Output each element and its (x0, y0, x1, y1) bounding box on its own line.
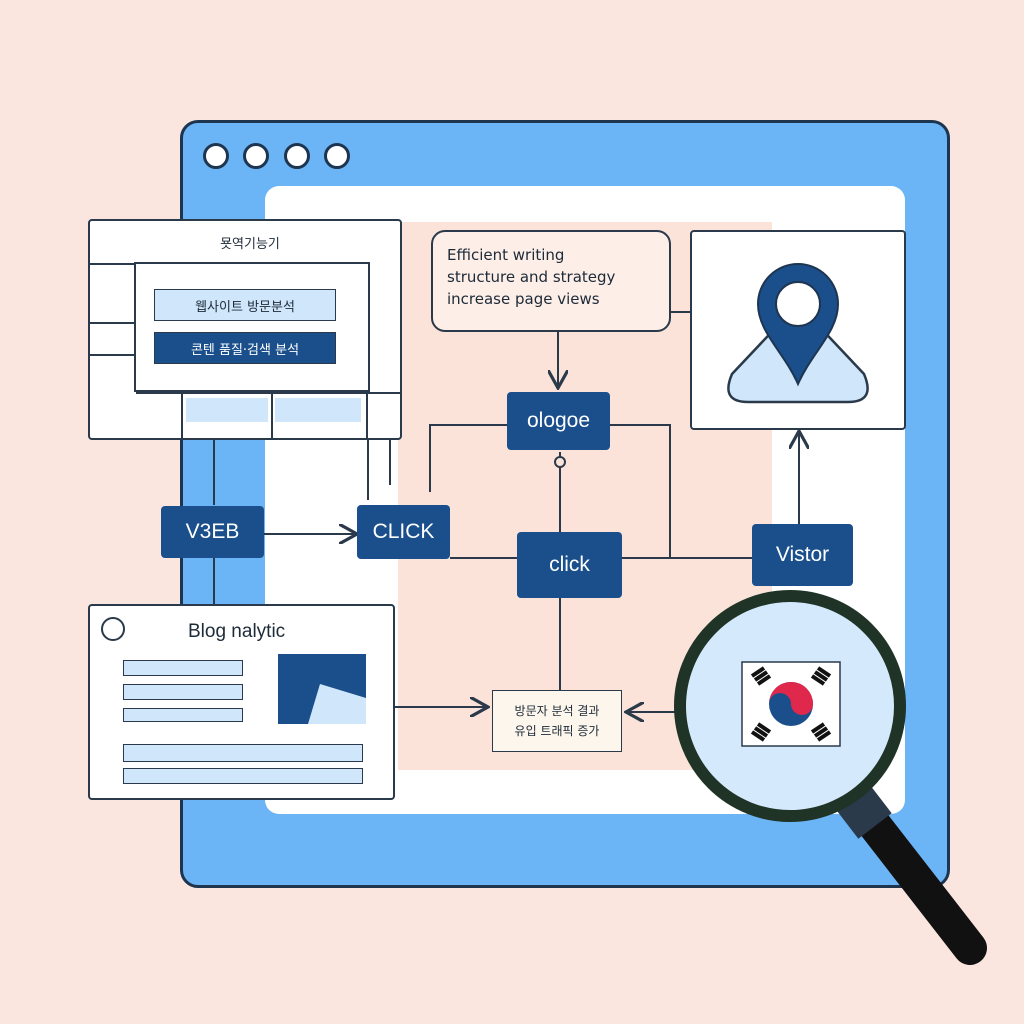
window-dot-3[interactable] (284, 143, 310, 169)
card-divider (366, 394, 368, 438)
flag-icon (741, 661, 841, 747)
location-pin-icon (727, 263, 869, 404)
card-divider (90, 263, 136, 265)
card-divider (90, 322, 136, 324)
analytics-row-5 (123, 768, 363, 784)
button-placeholder-1[interactable] (186, 398, 268, 422)
click-caps-node[interactable]: CLICK (357, 505, 450, 559)
window-dot-2[interactable] (243, 143, 269, 169)
menu-bar-2[interactable]: 콘텐 품질·검색 분석 (154, 332, 336, 364)
card-divider (90, 354, 136, 356)
location-card (690, 230, 906, 430)
web-node[interactable]: V3EB (161, 506, 264, 558)
analytics-logo-icon (101, 617, 125, 641)
callout-line-2: structure and strategy (447, 268, 616, 286)
visitor-node[interactable]: Vistor (752, 524, 853, 586)
card-divider (136, 392, 402, 394)
magnifier-icon (674, 590, 987, 965)
ologoe-node[interactable]: ologoe (507, 392, 610, 450)
analytics-chart-thumbnail (278, 654, 366, 724)
menu-bar-1[interactable]: 웹사이트 방문분석 (154, 289, 336, 321)
callout-line-1: Efficient writing (447, 246, 565, 264)
card-divider (181, 394, 183, 438)
analytics-row-2 (123, 684, 243, 700)
card-divider (271, 394, 273, 438)
window-dot-4[interactable] (324, 143, 350, 169)
site-structure-title: 묫역기능기 (220, 237, 280, 252)
callout-line-3: increase page views (447, 290, 600, 308)
click-node[interactable]: click (517, 532, 622, 598)
button-placeholder-2[interactable] (275, 398, 361, 422)
analytics-row-1 (123, 660, 243, 676)
blog-analytics-title: Blog nalytic (188, 621, 286, 642)
strategy-callout: Efficient writing structure and strategy… (431, 230, 671, 332)
card-inner-panel (134, 262, 370, 392)
result-line-2: 유입 트래픽 증가 (514, 724, 600, 738)
result-line-1: 방문자 분석 결과 (514, 704, 600, 718)
result-summary-box: 방문자 분석 결과 유입 트래픽 증가 (492, 690, 622, 752)
window-dot-1[interactable] (203, 143, 229, 169)
analytics-row-4 (123, 744, 363, 762)
analytics-row-3 (123, 708, 243, 722)
area-chart-icon (308, 684, 366, 724)
